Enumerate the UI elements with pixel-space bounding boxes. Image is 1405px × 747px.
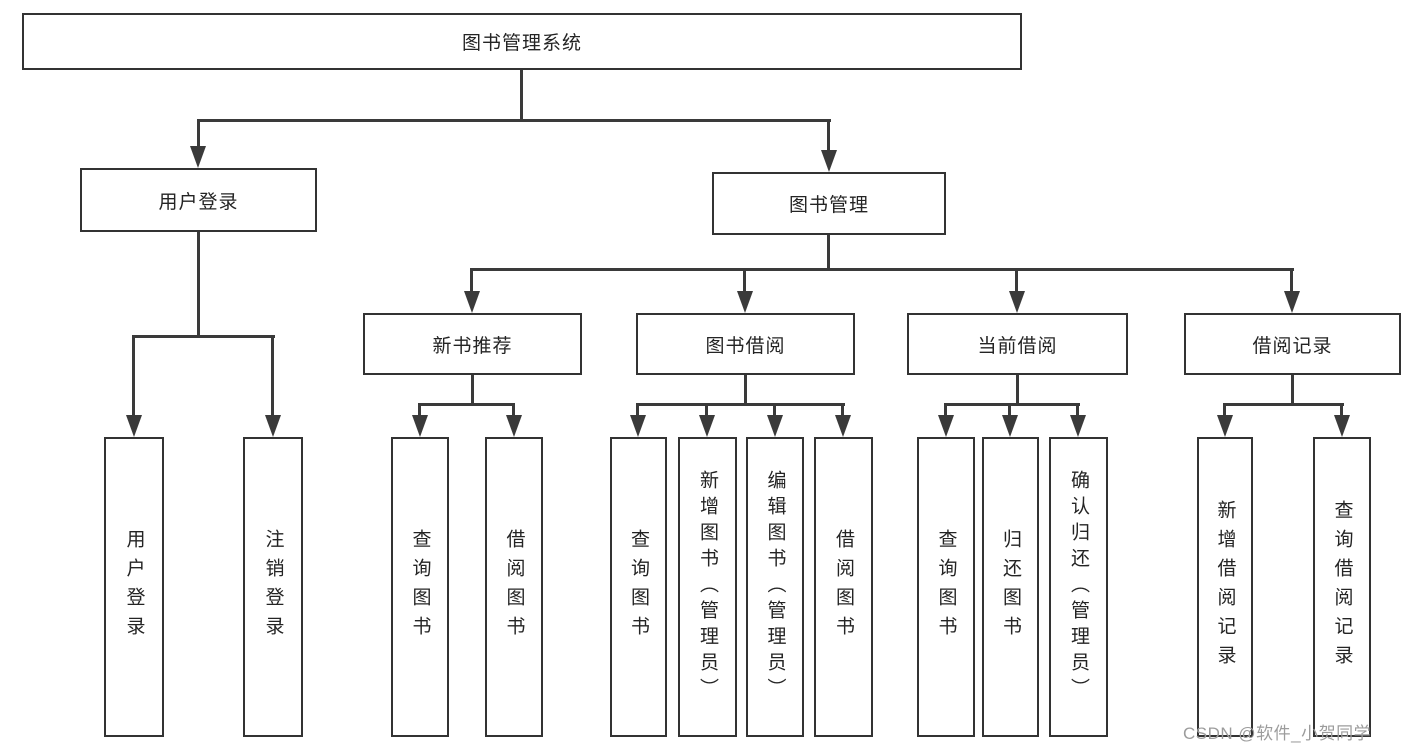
edge-line (271, 338, 274, 417)
node-label: 新增图书（管理员） (697, 470, 718, 704)
node-label: 归还图书 (1000, 529, 1021, 645)
node-label: 确认归还（管理员） (1068, 470, 1089, 704)
node-label: 用户登录 (158, 191, 239, 213)
leaf-add-borrow-record: 新增借阅记录 (1197, 437, 1253, 737)
arrow-down (412, 415, 428, 437)
leaf-edit-books-admin: 编辑图书（管理员） (746, 437, 804, 737)
arrow-down (938, 415, 954, 437)
edge-line (636, 403, 845, 406)
edge-line (1340, 406, 1343, 417)
edge-line (1015, 271, 1018, 293)
node-current-borrowing: 当前借阅 (907, 313, 1128, 375)
leaf-add-books-admin: 新增图书（管理员） (678, 437, 737, 737)
edge-line (773, 406, 776, 417)
leaf-borrow-books-borrowing: 借阅图书 (814, 437, 873, 737)
node-label: 图书管理 (788, 195, 869, 216)
node-label: 借阅记录 (1252, 335, 1333, 357)
node-label: 新书推荐 (432, 335, 513, 357)
arrow-down (265, 415, 281, 437)
edge-line (841, 406, 844, 417)
node-user-login: 用户登录 (80, 168, 317, 232)
arrow-down (1070, 415, 1086, 437)
node-label: 图书借阅 (705, 335, 786, 357)
arrow-down (699, 415, 715, 437)
arrow-down (1334, 415, 1350, 437)
node-new-book-recommend: 新书推荐 (363, 313, 582, 375)
edge-line (418, 403, 515, 406)
leaf-user-login: 用户登录 (104, 437, 164, 737)
edge-line (743, 271, 746, 293)
arrow-down (630, 415, 646, 437)
node-label: 查询借阅记录 (1331, 500, 1353, 674)
edge-line (197, 122, 200, 146)
arrow-down (1002, 415, 1018, 437)
node-label: 查询图书 (409, 529, 431, 645)
edge-line (1076, 406, 1079, 417)
edge-line (512, 406, 515, 417)
node-label: 查询图书 (935, 529, 957, 645)
edge-line (744, 375, 747, 406)
node-label: 注销登录 (262, 529, 284, 645)
edge-line (705, 406, 708, 417)
edge-line (1223, 403, 1344, 406)
node-label: 当前借阅 (977, 335, 1058, 357)
edge-line (132, 338, 135, 417)
node-label: 用户登录 (123, 529, 145, 645)
edge-line (470, 271, 473, 293)
edge-line (1008, 406, 1011, 417)
edge-line (520, 70, 523, 122)
edge-line (1291, 375, 1294, 406)
edge-line (470, 268, 1294, 271)
node-label: 借阅图书 (503, 529, 525, 645)
edge-line (1290, 271, 1293, 293)
node-label: 新增借阅记录 (1214, 500, 1236, 674)
arrow-down (767, 415, 783, 437)
arrow-down (1009, 291, 1025, 313)
edge-line (944, 406, 947, 417)
arrow-down (737, 291, 753, 313)
leaf-query-borrow-record: 查询借阅记录 (1313, 437, 1371, 737)
leaf-return-books: 归还图书 (982, 437, 1039, 737)
leaf-borrow-books-recommend: 借阅图书 (485, 437, 543, 737)
leaf-confirm-return-admin: 确认归还（管理员） (1049, 437, 1108, 737)
arrow-down (821, 150, 837, 172)
node-borrowing-records: 借阅记录 (1184, 313, 1401, 375)
edge-line (827, 235, 830, 271)
edge-line (944, 403, 1080, 406)
arrow-down (464, 291, 480, 313)
arrow-down (506, 415, 522, 437)
arrow-down (1284, 291, 1300, 313)
edge-line (636, 406, 639, 417)
node-label: 查询图书 (628, 529, 649, 645)
edge-line (1016, 375, 1019, 406)
leaf-query-books-borrowing: 查询图书 (610, 437, 667, 737)
node-book-borrowing: 图书借阅 (636, 313, 855, 375)
csdn-watermark: CSDN @软件_小贺同学 (1183, 724, 1372, 743)
edge-line (197, 119, 831, 122)
node-label: 编辑图书（管理员） (764, 470, 786, 704)
arrow-down (126, 415, 142, 437)
node-label: 借阅图书 (833, 529, 854, 645)
edge-line (1223, 406, 1226, 417)
edge-line (418, 406, 421, 417)
arrow-down (835, 415, 851, 437)
leaf-query-books-current: 查询图书 (917, 437, 975, 737)
edge-line (132, 335, 275, 338)
node-label: 图书管理系统 (461, 33, 582, 54)
node-book-management: 图书管理 (712, 172, 946, 235)
arrow-down (190, 146, 206, 168)
arrow-down (1217, 415, 1233, 437)
edge-line (827, 122, 830, 150)
leaf-query-books-recommend: 查询图书 (391, 437, 449, 737)
edge-line (197, 232, 200, 338)
edge-line (471, 375, 474, 406)
leaf-logout: 注销登录 (243, 437, 303, 737)
node-library-management-system: 图书管理系统 (22, 13, 1022, 70)
